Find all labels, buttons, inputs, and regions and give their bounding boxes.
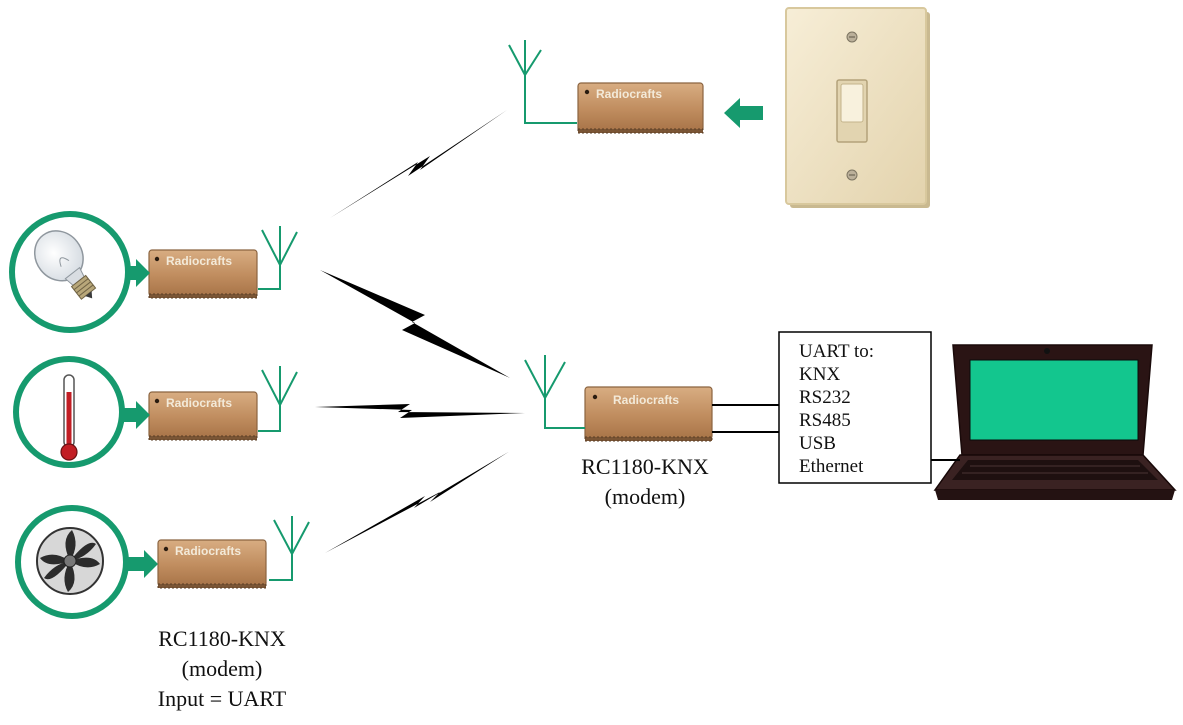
- serial-wires: [712, 404, 960, 461]
- radio-module-bulb: Radiocrafts: [148, 249, 258, 299]
- lightning-link-fan: [325, 451, 510, 553]
- node-caption: RC1180-KNX (modem) Input = UART: [158, 626, 287, 711]
- antenna-fan: [269, 516, 310, 581]
- interface-item-line: Ethernet: [799, 456, 864, 477]
- node-caption-line: (modem): [182, 656, 263, 681]
- antenna-thermo: [258, 366, 298, 432]
- module-brand-label: Radiocrafts: [175, 544, 241, 558]
- arrow-fan-to-module: [126, 550, 158, 578]
- hub-caption: RC1180-KNX (modem): [581, 454, 709, 509]
- module-brand-label: Radiocrafts: [596, 87, 662, 101]
- antenna-switch: [508, 40, 577, 124]
- arrow-bulb-to-module: [126, 259, 150, 287]
- radio-module-switch: Radiocrafts: [577, 82, 704, 134]
- module-brand-label: Radiocrafts: [166, 396, 232, 410]
- radio-links: [315, 110, 525, 553]
- light-bulb-icon: [9, 211, 131, 333]
- hub-caption-line: (modem): [605, 484, 686, 509]
- wall-switch-icon: [785, 7, 930, 208]
- node-caption-line: Input = UART: [158, 686, 287, 711]
- lightning-link-bulb: [320, 270, 510, 378]
- arrow-switch-to-module: [724, 98, 763, 128]
- antenna-bulb: [258, 226, 298, 290]
- radio-module-hub: Radiocrafts: [584, 386, 713, 442]
- module-brand-label: Radiocrafts: [166, 254, 232, 268]
- laptop-icon: [933, 344, 1177, 500]
- hub-caption-line: RC1180-KNX: [581, 454, 709, 479]
- interface-item-line: RS485: [799, 410, 851, 431]
- interface-item-line: USB: [799, 433, 836, 454]
- arrow-thermo-to-module: [123, 401, 150, 429]
- fan-icon: [15, 505, 129, 619]
- radio-module-fan: Radiocrafts: [157, 539, 267, 589]
- interface-item-line: UART to:: [799, 341, 874, 362]
- lightning-link-thermo: [315, 404, 525, 418]
- interface-item-line: RS232: [799, 387, 851, 408]
- module-brand-label: Radiocrafts: [613, 393, 679, 407]
- lightning-link-switch: [330, 110, 507, 218]
- radio-module-thermo: Radiocrafts: [148, 391, 258, 441]
- antenna-hub: [524, 355, 585, 429]
- node-caption-line: RC1180-KNX: [158, 626, 286, 651]
- thermometer-icon: [13, 356, 125, 468]
- interface-item-line: KNX: [799, 364, 840, 385]
